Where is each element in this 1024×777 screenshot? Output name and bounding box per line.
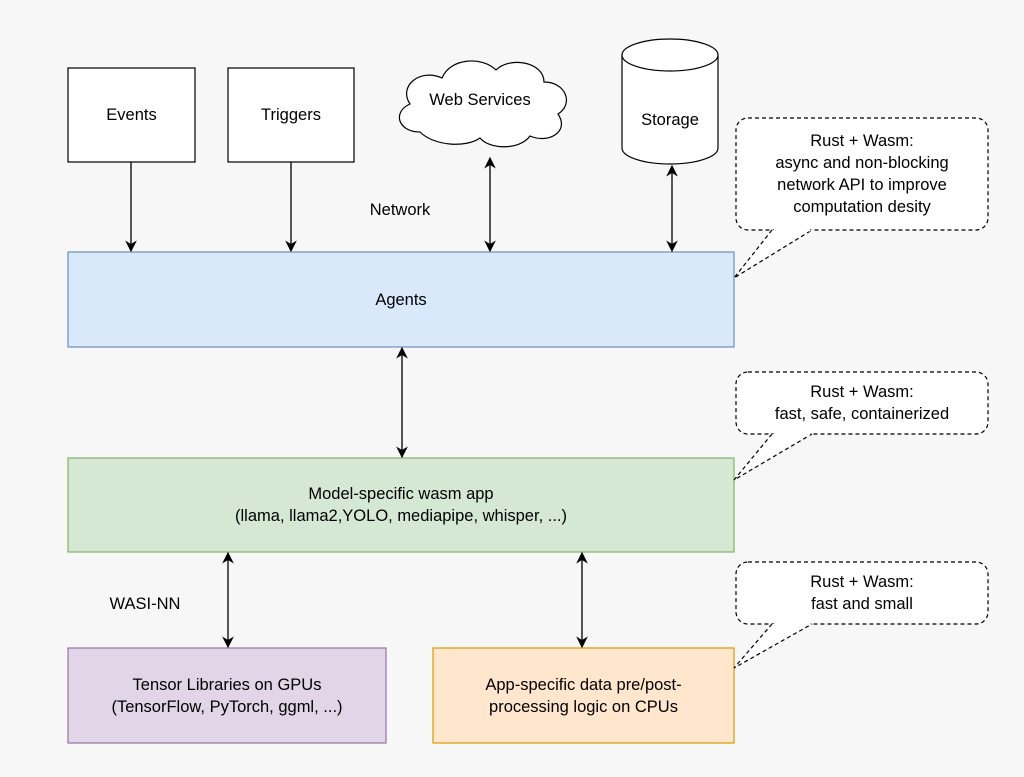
events-box xyxy=(67,67,196,163)
triggers-box xyxy=(227,67,355,163)
callout-middle-shape xyxy=(733,371,989,481)
model-app-box xyxy=(67,457,735,553)
storage-cylinder xyxy=(621,38,719,165)
web-services-cloud xyxy=(398,60,567,148)
callout-bottom-shape xyxy=(733,561,989,669)
tensor-libs-box xyxy=(67,647,387,744)
app-data-box xyxy=(432,647,735,744)
agents-box xyxy=(67,251,735,348)
callout-top-shape xyxy=(733,117,989,279)
